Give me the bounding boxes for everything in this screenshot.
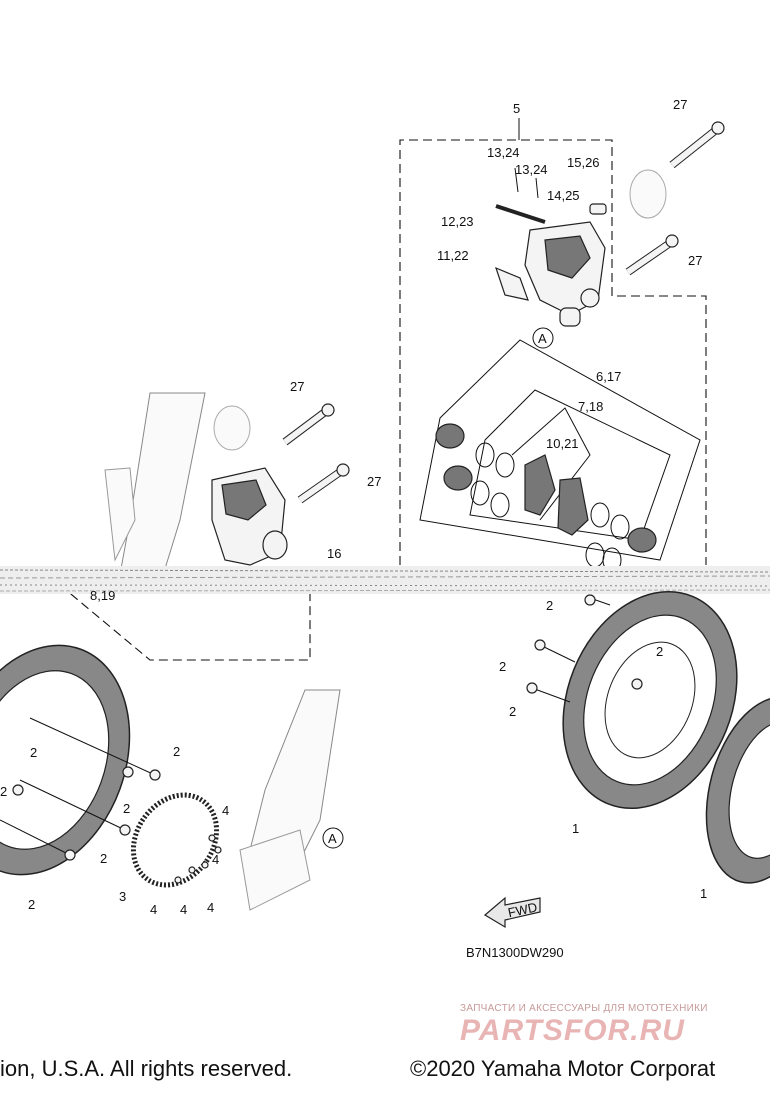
- label-5: 5: [513, 101, 520, 116]
- label-27-left-lower: 27: [367, 474, 381, 489]
- top-caliper-bolt-lower: [625, 234, 679, 276]
- label-13-24-b: 13,24: [515, 162, 548, 177]
- left-disc-bolts: [0, 717, 161, 861]
- watermark: ЗАПЧАСТИ И АКСЕССУАРЫ ДЛЯ МОТОТЕХНИКИ PA…: [450, 1000, 770, 1052]
- label-2-left-2: 2: [173, 744, 180, 759]
- label-7-18: 7,18: [578, 399, 603, 414]
- left-brake-disc: [0, 644, 131, 876]
- top-brake-hose-ghost: [629, 169, 667, 219]
- label-2-right-1: 2: [546, 598, 553, 613]
- right-disc-bolts: [526, 594, 643, 703]
- brake-pads: [524, 454, 589, 536]
- bleed-screw: [589, 203, 607, 215]
- label-27-top: 27: [673, 97, 687, 112]
- diagram-code: B7N1300DW290: [466, 945, 564, 960]
- label-2-left-1: 2: [30, 745, 37, 760]
- label-2-left-4: 2: [100, 851, 107, 866]
- label-1-right: 1: [572, 821, 579, 836]
- copyright-footer: ion, U.S.A. All rights reserved. ©2020 Y…: [0, 1052, 770, 1096]
- label-12-23: 12,23: [441, 214, 474, 229]
- left-caliper-bolt-upper: [282, 403, 335, 446]
- caliper-pistons: [435, 423, 657, 553]
- callout-a-circle-bottom: [322, 827, 344, 849]
- label-4-a: 4: [222, 803, 229, 818]
- left-brake-hose-ghost: [213, 405, 251, 451]
- label-10-21: 10,21: [546, 436, 579, 451]
- left-caliper-bolt-lower: [297, 463, 350, 504]
- label-4-e: 4: [207, 900, 214, 915]
- label-2-right-3: 2: [656, 644, 663, 659]
- label-a-top: A: [538, 331, 547, 346]
- copyright-right: ©2020 Yamaha Motor Corporat: [410, 1056, 716, 1081]
- label-4-c: 4: [150, 902, 157, 917]
- fwd-label: FWD: [506, 899, 538, 920]
- label-2-right-4: 2: [509, 704, 516, 719]
- label-2-left-6: 2: [0, 784, 7, 799]
- label-2-right-2: 2: [499, 659, 506, 674]
- forward-arrow: [483, 896, 541, 929]
- top-brake-caliper: [524, 221, 606, 327]
- exploded-parts-diagram: 5 27 27 13,24 13,24 15,26 14,25 12,23 11…: [0, 97, 770, 960]
- left-assembly-box: [59, 584, 311, 661]
- label-1-far: 1: [700, 886, 707, 901]
- label-4-b: 4: [212, 852, 219, 867]
- label-8-19: 8,19: [90, 588, 115, 603]
- label-6-17: 6,17: [596, 369, 621, 384]
- sensor-rotor: [130, 792, 220, 888]
- fork-tube-left: [104, 392, 206, 586]
- watermark-brand: PARTSFOR.RU: [460, 1014, 685, 1047]
- far-brake-disc: [705, 696, 770, 884]
- label-2-left-3: 2: [123, 801, 130, 816]
- label-13-24-a: 13,24: [487, 145, 520, 160]
- label-11-22: 11,22: [437, 248, 469, 263]
- label-27-top-lower: 27: [688, 253, 702, 268]
- scan-noise-band: [0, 566, 770, 594]
- copyright-left: ion, U.S.A. All rights reserved.: [0, 1056, 293, 1081]
- right-brake-disc: [562, 590, 738, 810]
- fork-tube-lower: [239, 689, 341, 911]
- label-2-left-5: 2: [28, 897, 35, 912]
- label-a-bottom: A: [328, 831, 337, 846]
- label-16: 16: [327, 546, 341, 561]
- left-brake-caliper: [211, 467, 288, 566]
- pad-spring: [495, 266, 529, 301]
- label-14-25: 14,25: [547, 188, 580, 203]
- label-4-d: 4: [180, 902, 187, 917]
- label-15-26: 15,26: [567, 155, 600, 170]
- rotor-screws: [174, 834, 222, 884]
- caliper-pad-pin: [495, 204, 546, 224]
- label-27-left-upper: 27: [290, 379, 304, 394]
- clip-pins: [514, 167, 539, 199]
- label-3: 3: [119, 889, 126, 904]
- caliper-assembly-box: [399, 139, 707, 565]
- top-caliper-bolt-upper: [669, 121, 725, 169]
- watermark-tagline: ЗАПЧАСТИ И АКСЕССУАРЫ ДЛЯ МОТОТЕХНИКИ: [460, 1003, 708, 1014]
- callout-a-circle-top: [532, 327, 554, 349]
